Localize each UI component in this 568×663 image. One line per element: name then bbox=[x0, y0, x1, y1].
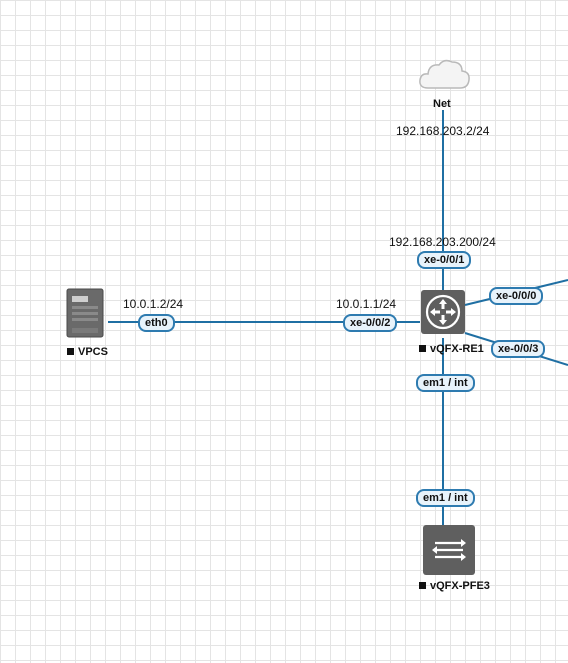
re1-int-ip: 10.0.1.1/24 bbox=[336, 297, 397, 311]
node-status-square bbox=[419, 345, 426, 352]
iflabel-vpcs-eth0[interactable]: eth0 bbox=[138, 314, 175, 332]
node-vpcs[interactable] bbox=[66, 288, 106, 345]
switch-icon bbox=[432, 539, 466, 561]
server-icon bbox=[66, 288, 104, 338]
cloud-icon bbox=[419, 59, 470, 89]
iflabel-re1-xe002[interactable]: xe-0/0/2 bbox=[343, 314, 398, 332]
iflabel-re1-xe003[interactable]: xe-0/0/3 bbox=[491, 340, 546, 358]
node-net[interactable]: Net bbox=[416, 56, 472, 110]
iflabel-re1-xe001[interactable]: xe-0/0/1 bbox=[417, 251, 472, 269]
iflabel-re1-xe000[interactable]: xe-0/0/0 bbox=[489, 287, 544, 305]
router-icon bbox=[425, 294, 461, 330]
node-pfe3-label: vQFX-PFE3 bbox=[419, 580, 490, 592]
node-net-label: Net bbox=[433, 98, 451, 110]
node-re1-name: vQFX-RE1 bbox=[430, 343, 484, 355]
node-pfe3-name: vQFX-PFE3 bbox=[430, 580, 490, 592]
node-status-square bbox=[67, 348, 74, 355]
vpcs-ip: 10.0.1.2/24 bbox=[123, 297, 184, 311]
re1-ext-ip: 192.168.203.200/24 bbox=[389, 235, 496, 249]
node-re1-label: vQFX-RE1 bbox=[419, 343, 484, 355]
node-status-square bbox=[419, 582, 426, 589]
node-pfe3[interactable] bbox=[423, 525, 475, 575]
net-ip: 192.168.203.2/24 bbox=[396, 124, 490, 138]
iflabel-pfe3-em1[interactable]: em1 / int bbox=[416, 489, 475, 507]
node-re1[interactable] bbox=[421, 290, 465, 334]
node-vpcs-label: VPCS bbox=[67, 346, 108, 358]
node-vpcs-name: VPCS bbox=[78, 346, 108, 358]
iflabel-re1-em1[interactable]: em1 / int bbox=[416, 374, 475, 392]
